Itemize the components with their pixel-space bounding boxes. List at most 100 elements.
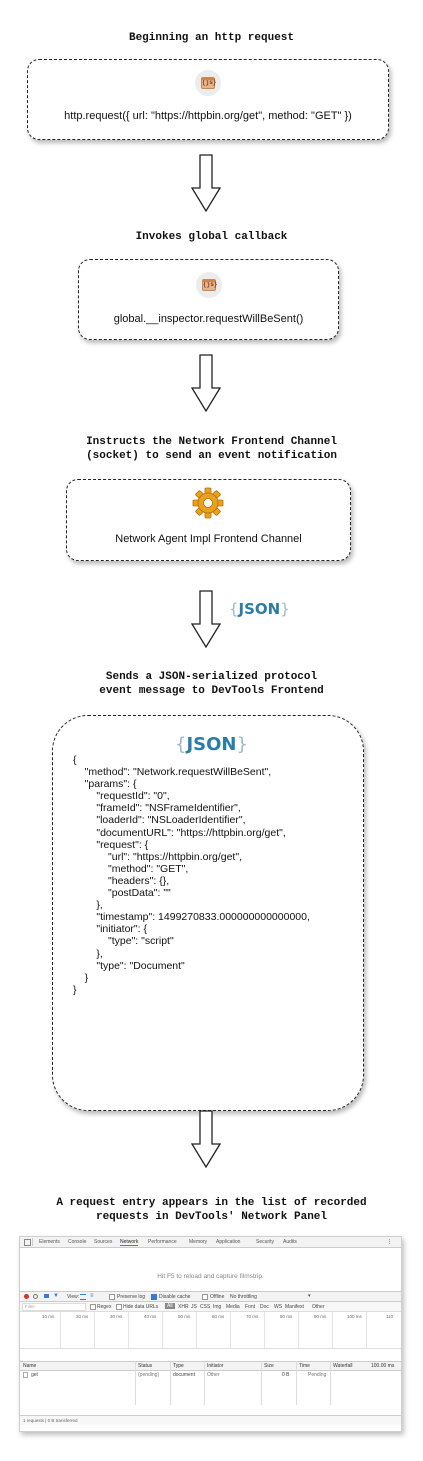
devtools-tab-bar: Elements Console Sources Network Perform… <box>20 1237 401 1248</box>
list-view-icon[interactable] <box>80 1294 86 1300</box>
filter-type-doc[interactable]: Doc <box>260 1304 269 1310</box>
json-logo-icon: {JSON} <box>229 600 290 618</box>
json-logo-icon: {JSON} <box>175 734 248 755</box>
transfer-summary: 1 requests | 0 B transferred <box>23 1418 78 1423</box>
down-arrow-icon <box>191 1110 221 1168</box>
inspect-element-icon[interactable] <box>24 1239 31 1246</box>
waterfall-view-icon[interactable]: ≡ <box>90 1293 94 1299</box>
filter-type-xhr[interactable]: XHR <box>178 1304 189 1310</box>
timeline-tick: 100 ms <box>347 1314 362 1319</box>
request-status: (pending) <box>138 1372 160 1378</box>
gridline <box>332 1312 333 1348</box>
network-toolbar: ▼ View: ≡ Preserve log Disable cache Off… <box>20 1291 401 1302</box>
gridline <box>94 1312 95 1348</box>
tab-performance[interactable]: Performance <box>148 1239 177 1245</box>
request-size: 0 B <box>282 1372 290 1378</box>
filter-input[interactable]: Filter <box>22 1303 86 1311</box>
column-time[interactable]: Time <box>299 1363 310 1369</box>
step4-heading: Sends a JSON-serialized protocol event m… <box>99 671 324 697</box>
json-message-box: {JSON} { "method": "Network.requestWillB… <box>52 715 364 1111</box>
devtools-network-panel: Elements Console Sources Network Perform… <box>19 1236 402 1432</box>
filter-type-ws[interactable]: WS <box>274 1304 283 1310</box>
column-status[interactable]: Status <box>138 1363 153 1369</box>
column-divider <box>330 1361 331 1405</box>
throttling-select[interactable]: No throttling <box>230 1294 257 1300</box>
filter-bar: Filter Regex Hide data URLs All XHR JS C… <box>20 1302 401 1312</box>
tab-application[interactable]: Application <box>216 1239 241 1245</box>
timeline-overview[interactable]: 10 ms 20 ms 30 ms 40 ms 50 ms 60 ms 70 m… <box>20 1312 401 1349</box>
javascript-file-icon: {js} <box>196 272 222 298</box>
chevron-down-icon[interactable]: ▾ <box>308 1293 311 1299</box>
column-divider <box>135 1361 136 1405</box>
filter-type-other[interactable]: Other <box>312 1304 325 1310</box>
gridline <box>230 1312 231 1348</box>
frontend-channel-box: Network Agent Impl Frontend Channel <box>66 479 351 561</box>
regex-checkbox[interactable] <box>90 1304 96 1310</box>
column-initiator[interactable]: Initiator <box>207 1363 224 1369</box>
filter-type-js[interactable]: JS <box>191 1304 197 1310</box>
tab-console[interactable]: Console <box>68 1239 87 1245</box>
column-divider <box>204 1361 205 1405</box>
down-arrow-icon <box>191 354 221 412</box>
frontend-channel-label: Network Agent Impl Frontend Channel <box>115 533 302 545</box>
column-waterfall[interactable]: Waterfall <box>333 1363 353 1369</box>
column-divider <box>170 1361 171 1405</box>
filter-type-all[interactable]: All <box>165 1303 175 1309</box>
tab-audits[interactable]: Audits <box>283 1239 297 1245</box>
request-time: Pending <box>308 1372 327 1378</box>
disable-cache-checkbox[interactable] <box>151 1294 157 1300</box>
timeline-tick: 30 ms <box>110 1314 123 1319</box>
tab-elements[interactable]: Elements <box>39 1239 60 1245</box>
offline-label: Offline <box>210 1294 225 1300</box>
hide-data-urls-checkbox[interactable] <box>116 1304 122 1310</box>
divider <box>32 1238 33 1246</box>
filter-type-font[interactable]: Font <box>245 1304 256 1310</box>
json-message-body: { "method": "Network.requestWillBeSent",… <box>73 754 310 996</box>
filmstrip-notice: Hit F5 to reload and capture filmstrip. <box>157 1273 264 1280</box>
column-name[interactable]: Name <box>23 1363 37 1369</box>
timeline-tick: 60 ms <box>212 1314 225 1319</box>
gridline <box>162 1312 163 1348</box>
column-divider <box>296 1361 297 1405</box>
http-request-box: {js} http.request({ url: "https://httpbi… <box>27 59 389 140</box>
timeline-tick: 70 ms <box>246 1314 259 1319</box>
document-icon <box>23 1372 28 1378</box>
javascript-file-icon: {js} <box>195 70 221 96</box>
preserve-log-checkbox[interactable] <box>109 1294 115 1300</box>
clear-icon[interactable] <box>33 1294 38 1299</box>
gridline <box>264 1312 265 1348</box>
filter-type-img[interactable]: Img <box>213 1304 222 1310</box>
http-request-call: http.request({ url: "https://httpbin.org… <box>64 110 352 122</box>
step3-heading: Instructs the Network Frontend Channel (… <box>86 436 337 462</box>
timeline-tick: 110 <box>386 1314 394 1319</box>
gridline <box>128 1312 129 1348</box>
column-type[interactable]: Type <box>173 1363 184 1369</box>
more-options-icon[interactable]: ⋮ <box>387 1239 392 1245</box>
timeline-tick: 50 ms <box>178 1314 191 1319</box>
tab-sources[interactable]: Sources <box>94 1239 113 1245</box>
gridline <box>60 1312 61 1348</box>
gridline <box>196 1312 197 1348</box>
column-waterfall-scale: 100.00 ms <box>371 1363 395 1369</box>
requests-table-header: Name Status Type Initiator Size Time Wat… <box>20 1361 401 1371</box>
column-size[interactable]: Size <box>264 1363 274 1369</box>
tab-memory[interactable]: Memory <box>189 1239 208 1245</box>
regex-label: Regex <box>97 1304 112 1310</box>
gear-icon <box>192 487 224 519</box>
tab-security[interactable]: Security <box>256 1239 275 1245</box>
camera-icon[interactable] <box>44 1294 49 1298</box>
tab-network[interactable]: Network <box>120 1239 139 1246</box>
column-divider <box>261 1361 262 1405</box>
offline-checkbox[interactable] <box>202 1294 208 1300</box>
record-icon[interactable] <box>24 1294 29 1299</box>
filter-icon[interactable]: ▼ <box>53 1293 59 1299</box>
filter-type-manifest[interactable]: Manifest <box>285 1304 304 1310</box>
timeline-tick: 40 ms <box>144 1314 157 1319</box>
filter-type-media[interactable]: Media <box>226 1304 240 1310</box>
request-name: get <box>31 1372 38 1378</box>
table-row[interactable]: get (pending) document Other 0 B Pending <box>20 1371 401 1379</box>
down-arrow-icon <box>191 154 221 212</box>
timeline-tick: 80 ms <box>280 1314 293 1319</box>
filter-type-css[interactable]: CSS <box>200 1304 211 1310</box>
gridline <box>298 1312 299 1348</box>
